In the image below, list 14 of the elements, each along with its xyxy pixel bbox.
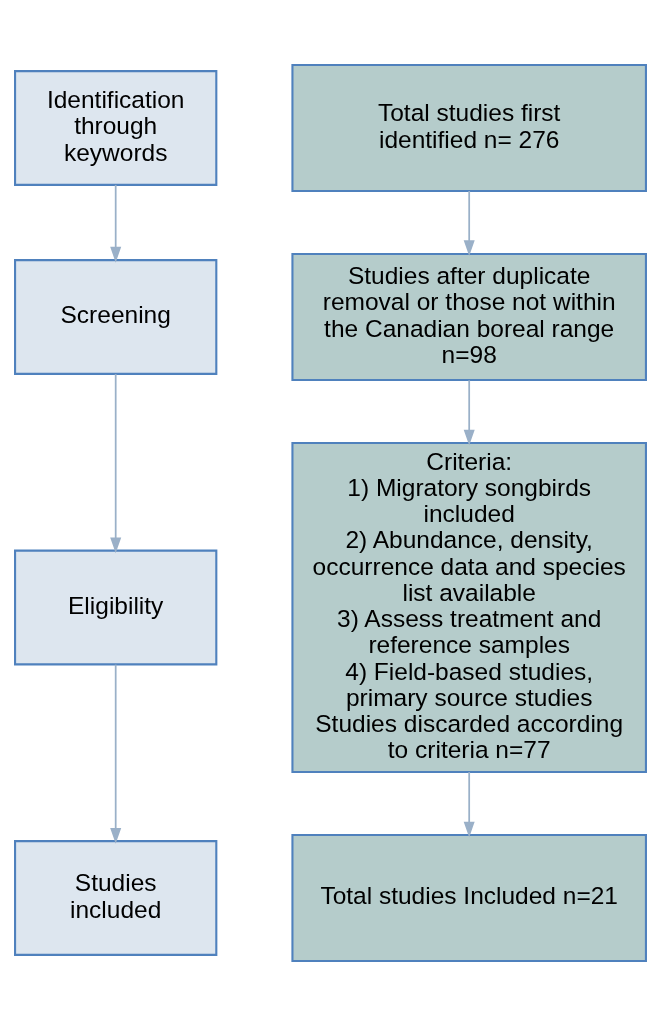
node-box: Eligibility: [14, 549, 218, 666]
arrow: [110, 663, 122, 844]
node-box: Studies included: [14, 840, 218, 956]
arrow: [463, 771, 475, 838]
arrow: [463, 379, 475, 446]
node-box: Identification through keywords: [14, 70, 218, 186]
node-box: Total studies first identified n= 276: [291, 63, 647, 193]
node-box: Screening: [14, 259, 218, 375]
node-box: Criteria: 1) Migratory songbirds included 2) Abundance, density, occurrence data and species list available 3) Assess treatment and reference samples 4) Field-based studies, primary source studies Studies discarded according to criteria n=77: [291, 441, 647, 774]
node-box: Studies after duplicate removal or those not within the Canadian boreal range n=98: [291, 252, 647, 382]
arrow: [110, 184, 122, 263]
arrow: [463, 190, 475, 257]
node-box: Total studies Included n=21: [291, 833, 647, 963]
arrow: [110, 373, 122, 554]
